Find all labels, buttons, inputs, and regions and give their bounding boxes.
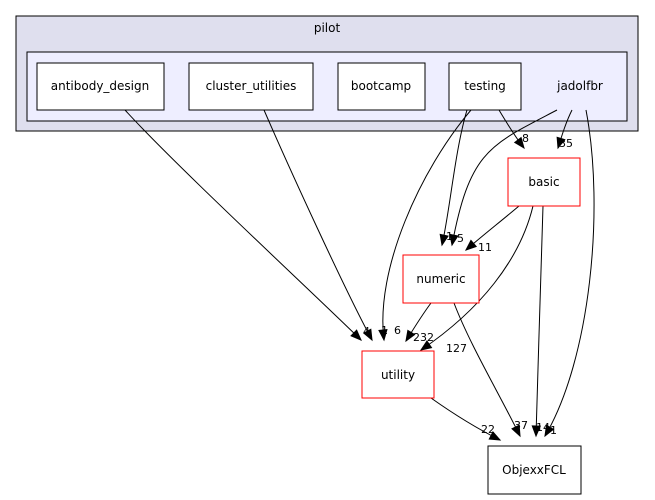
node-utility-label: utility: [381, 368, 415, 382]
edge-label-jadolfbr-numeric: 5: [457, 232, 464, 245]
edge-label-testing-utility: 6: [394, 324, 401, 337]
node-cluster-utilities-label: cluster_utilities: [206, 79, 297, 93]
edge-arrowhead-basic-to-ObjexxFCL: [531, 425, 542, 438]
cluster-pilot-label: pilot: [314, 21, 341, 35]
edge-basic-to-ObjexxFCL: [531, 205, 544, 438]
edge-label-layer: 4 1 6 1 8 35 5 1 11 127 14 232 37 22: [363, 132, 573, 437]
edge-arrowhead-cluster_utilities-to-utility: [362, 328, 373, 342]
edge-testing-to-utility: [378, 109, 472, 342]
edge-arrowhead-basic-to-numeric: [464, 239, 478, 251]
node-jadolfbr-label[interactable]: jadolfbr: [556, 79, 603, 93]
edge-testing-to-numeric: [439, 109, 468, 247]
node-utility[interactable]: utility: [361, 350, 435, 399]
node-testing-box[interactable]: [448, 62, 522, 111]
edge-line-jadolfbr-to-ObjexxFCL: [544, 109, 595, 437]
edge-cluster_utilities-to-utility: [263, 109, 373, 342]
edge-arrowhead-jadolfbr-to-numeric: [449, 233, 459, 247]
edge-arrowhead-utility-to-ObjexxFCL: [488, 431, 502, 441]
edge-antibody_design-to-utility: [124, 109, 362, 341]
node-objexxfcl[interactable]: ObjexxFCL: [487, 445, 582, 495]
edge-arrowhead-basic-to-utility: [419, 340, 433, 351]
edge-label-basic-utility: 127: [446, 342, 467, 355]
edge-label-testing-numeric: 1: [446, 230, 453, 243]
node-numeric[interactable]: numeric: [402, 254, 480, 304]
edge-label-cluster-utilities-utility: 1: [381, 324, 388, 337]
edge-utility-to-ObjexxFCL: [430, 397, 502, 441]
edge-line-basic-to-utility: [420, 205, 534, 351]
edge-label-basic-numeric: 11: [478, 241, 492, 254]
edge-label-basic-objexxfcl: 14: [536, 421, 550, 434]
node-numeric-box[interactable]: [402, 254, 480, 304]
edge-basic-to-numeric: [464, 205, 520, 251]
edge-line-cluster_utilities-to-utility: [263, 109, 373, 341]
node-numeric-label: numeric: [416, 272, 465, 286]
edge-line-basic-to-ObjexxFCL: [535, 205, 544, 437]
node-basic-box[interactable]: [507, 157, 581, 207]
edge-jadolfbr-to-basic: [556, 109, 573, 150]
edge-arrowhead-testing-to-numeric: [439, 233, 449, 247]
edge-arrowhead-antibody_design-to-utility: [350, 329, 362, 341]
edge-label-jadolfbr-basic: 35: [559, 137, 573, 150]
node-testing[interactable]: testing: [448, 62, 522, 111]
edge-line-numeric-to-ObjexxFCL: [453, 302, 521, 437]
edge-line-jadolfbr-to-numeric: [451, 109, 558, 246]
edge-numeric-to-ObjexxFCL: [453, 302, 521, 438]
edge-jadolfbr-to-ObjexxFCL: [544, 109, 595, 438]
edge-arrowhead-jadolfbr-to-ObjexxFCL: [544, 424, 555, 438]
node-objexxfcl-label: ObjexxFCL: [502, 463, 566, 477]
node-utility-box[interactable]: [361, 350, 435, 399]
edge-arrowhead-jadolfbr-to-basic: [556, 136, 566, 150]
node-testing-label: testing: [464, 79, 506, 93]
edge-arrowhead-testing-to-basic: [513, 136, 525, 150]
node-antibody-design[interactable]: antibody_design: [36, 62, 165, 111]
edge-label-numeric-utility: 232: [413, 331, 434, 344]
node-basic[interactable]: basic: [507, 157, 581, 207]
node-bootcamp-box[interactable]: [337, 62, 426, 111]
edge-jadolfbr-to-numeric: [449, 109, 558, 247]
edge-arrowhead-numeric-to-utility: [405, 329, 416, 343]
edge-testing-to-basic: [498, 109, 525, 150]
edge-label-testing-basic: 8: [522, 132, 529, 145]
node-bootcamp-label: bootcamp: [351, 79, 411, 93]
node-antibody-design-box[interactable]: [36, 62, 165, 111]
node-objexxfcl-box[interactable]: [487, 445, 582, 495]
node-bootcamp[interactable]: bootcamp: [337, 62, 426, 111]
node-antibody-design-label: antibody_design: [51, 79, 149, 93]
edge-line-testing-to-utility: [382, 109, 472, 341]
node-cluster-utilities[interactable]: cluster_utilities: [188, 62, 314, 111]
edge-arrowhead-numeric-to-ObjexxFCL: [511, 424, 521, 438]
edge-label-antibody-design-utility: 4: [363, 325, 370, 338]
node-basic-label: basic: [528, 175, 559, 189]
edge-line-antibody_design-to-utility: [124, 109, 362, 341]
edge-line-testing-to-numeric: [441, 109, 468, 246]
edge-numeric-to-utility: [405, 302, 432, 343]
edge-layer: [124, 109, 595, 441]
node-jadolfbr[interactable]: jadolfbr: [556, 79, 603, 93]
edge-arrowhead-testing-to-utility: [378, 329, 388, 342]
node-cluster-utilities-box[interactable]: [188, 62, 314, 111]
edge-label-jadolfbr-objexxfcl: 1: [550, 424, 557, 437]
edge-label-utility-objexxfcl: 22: [481, 423, 495, 436]
edge-basic-to-utility: [419, 205, 534, 351]
edge-label-numeric-objexxfcl: 37: [514, 419, 528, 432]
